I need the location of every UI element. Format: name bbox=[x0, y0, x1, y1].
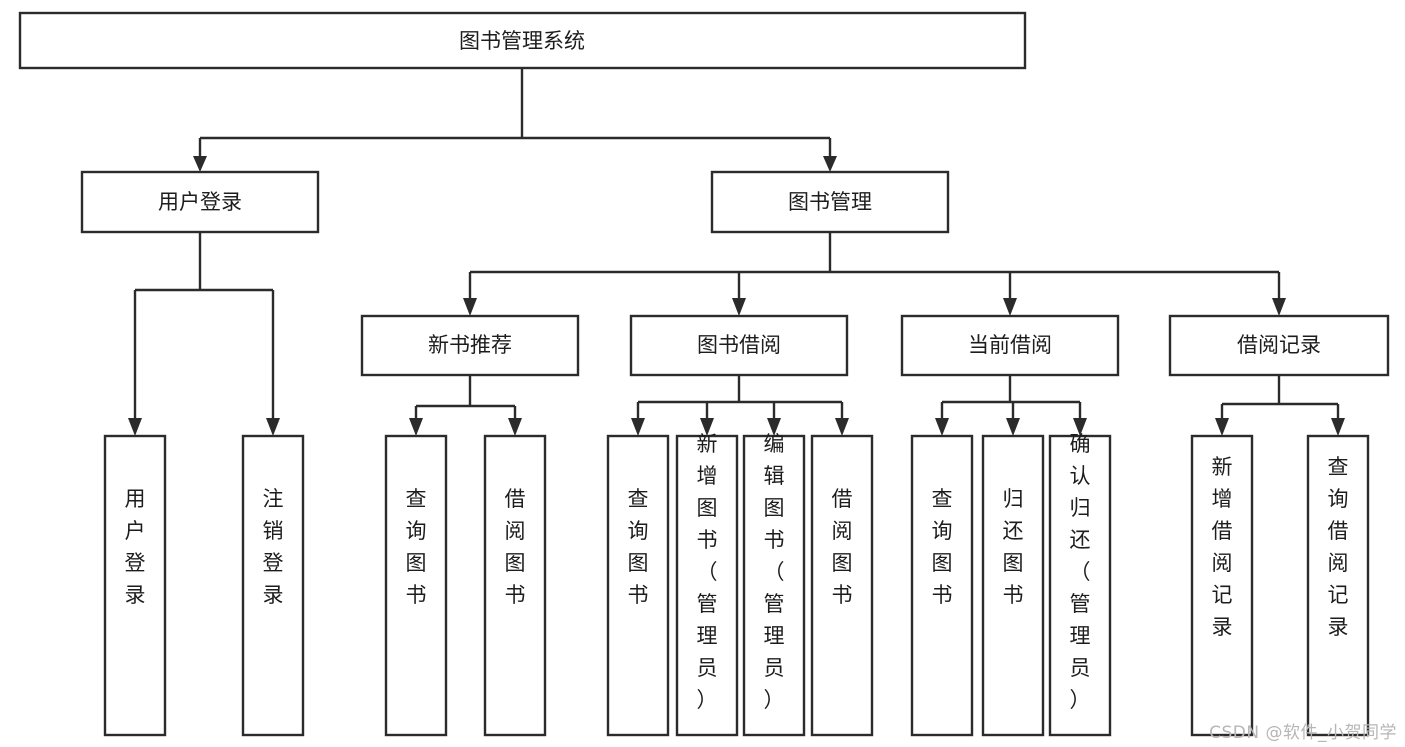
node-leaf-user-logout-box[interactable] bbox=[241, 434, 305, 737]
node-leaf-query-borrow-record-box[interactable] bbox=[1306, 434, 1370, 737]
node-leaf-query-book-1-label: 查询图书 bbox=[406, 487, 427, 607]
node-leaf-user-login-label: 用户登录 bbox=[125, 487, 146, 607]
node-leaf-user-logout-label: 注销登录 bbox=[263, 487, 284, 607]
node-leaf-borrow-book-2-label: 借阅图书 bbox=[832, 487, 853, 607]
node-leaf-confirm-return-admin[interactable]: 确认归还（管理员） bbox=[1048, 432, 1112, 737]
node-leaf-borrow-book-1[interactable]: 借阅图书 bbox=[483, 434, 547, 737]
arrow-head-leaf-add-book-admin bbox=[700, 418, 714, 436]
arrow-head-user-login bbox=[193, 156, 207, 172]
arrow-head-leaf-add-borrow-record bbox=[1215, 418, 1229, 436]
arrow-head-leaf-query-borrow-record bbox=[1331, 418, 1345, 436]
arrow-head-leaf-edit-book-admin bbox=[767, 418, 781, 436]
node-leaf-query-borrow-record-label: 查询借阅记录 bbox=[1328, 455, 1349, 639]
node-leaf-borrow-book-2[interactable]: 借阅图书 bbox=[810, 434, 874, 737]
node-leaf-borrow-book-1-label: 借阅图书 bbox=[505, 487, 526, 607]
arrow-head-leaf-borrow-book-1 bbox=[508, 418, 522, 436]
node-leaf-borrow-book-2-box[interactable] bbox=[810, 434, 874, 737]
node-borrow-record-box[interactable] bbox=[1168, 314, 1390, 377]
arrow-head-leaf-return-book bbox=[1006, 418, 1020, 436]
node-book-manage-box[interactable] bbox=[710, 170, 950, 234]
node-leaf-add-book-admin-label: 新增图书（管理员） bbox=[697, 432, 718, 712]
node-user-login-box[interactable] bbox=[80, 170, 320, 234]
node-leaf-edit-book-admin-box[interactable] bbox=[742, 434, 806, 737]
node-leaf-confirm-return-admin-label: 确认归还（管理员） bbox=[1070, 432, 1091, 712]
node-leaf-query-book-3[interactable]: 查询图书 bbox=[910, 434, 974, 737]
arrow-head-leaf-borrow-book-2 bbox=[835, 418, 849, 436]
arrow-head-leaf-query-book-2 bbox=[631, 418, 645, 436]
node-root-label: 图书管理系统 bbox=[459, 29, 585, 53]
node-root-box[interactable] bbox=[18, 11, 1027, 70]
node-leaf-query-book-1-box[interactable] bbox=[384, 434, 448, 737]
node-leaf-user-login-box[interactable] bbox=[103, 434, 167, 737]
node-borrow-record[interactable]: 借阅记录 bbox=[1168, 314, 1390, 377]
node-book-manage-label: 图书管理 bbox=[788, 190, 872, 214]
node-leaf-add-book-admin[interactable]: 新增图书（管理员） bbox=[675, 432, 739, 737]
node-current-borrow[interactable]: 当前借阅 bbox=[900, 314, 1120, 377]
node-book-borrow-box[interactable] bbox=[629, 314, 849, 377]
csdn-watermark: CSDN @软件_小贺同学 bbox=[1209, 723, 1397, 743]
node-leaf-query-book-3-label: 查询图书 bbox=[932, 487, 953, 607]
arrow-head-leaf-query-book-1 bbox=[409, 418, 423, 436]
node-leaf-confirm-return-admin-box[interactable] bbox=[1048, 434, 1112, 737]
node-book-borrow[interactable]: 图书借阅 bbox=[629, 314, 849, 377]
node-leaf-query-book-2-label: 查询图书 bbox=[628, 487, 649, 607]
node-leaf-add-borrow-record-label: 新增借阅记录 bbox=[1212, 455, 1233, 639]
node-new-book-recommend-box[interactable] bbox=[360, 314, 580, 377]
node-book-borrow-label: 图书借阅 bbox=[697, 333, 781, 357]
arrow-head-new-book-recommend bbox=[463, 298, 477, 316]
node-current-borrow-box[interactable] bbox=[900, 314, 1120, 377]
node-leaf-edit-book-admin-label: 编辑图书（管理员） bbox=[764, 432, 785, 712]
node-book-manage[interactable]: 图书管理 bbox=[710, 170, 950, 234]
arrow-head-leaf-query-book-3 bbox=[935, 418, 949, 436]
arrow-head-leaf-confirm-return bbox=[1073, 418, 1087, 436]
node-leaf-query-book-2-box[interactable] bbox=[606, 434, 670, 737]
node-leaf-query-book-2[interactable]: 查询图书 bbox=[606, 434, 670, 737]
node-borrow-record-label: 借阅记录 bbox=[1237, 333, 1321, 357]
node-root[interactable]: 图书管理系统 bbox=[18, 11, 1027, 70]
node-current-borrow-label: 当前借阅 bbox=[968, 333, 1052, 357]
node-user-login-label: 用户登录 bbox=[158, 190, 242, 214]
node-leaf-add-borrow-record-box[interactable] bbox=[1190, 434, 1254, 737]
node-leaf-query-book-1[interactable]: 查询图书 bbox=[384, 434, 448, 737]
node-leaf-add-book-admin-box[interactable] bbox=[675, 434, 739, 737]
arrow-head-current-borrow bbox=[1003, 298, 1017, 316]
node-leaf-edit-book-admin[interactable]: 编辑图书（管理员） bbox=[742, 432, 806, 737]
node-leaf-user-logout[interactable]: 注销登录 bbox=[241, 434, 305, 737]
arrow-head-leaf-user-logout bbox=[266, 418, 280, 436]
node-leaf-query-book-3-box[interactable] bbox=[910, 434, 974, 737]
node-leaf-return-book[interactable]: 归还图书 bbox=[981, 434, 1045, 737]
node-new-book-recommend[interactable]: 新书推荐 bbox=[360, 314, 580, 377]
node-leaf-borrow-book-1-box[interactable] bbox=[483, 434, 547, 737]
arrow-head-book-manage bbox=[823, 156, 837, 172]
node-leaf-add-borrow-record[interactable]: 新增借阅记录 bbox=[1190, 434, 1254, 737]
node-leaf-query-borrow-record[interactable]: 查询借阅记录 bbox=[1306, 434, 1370, 737]
connector-group bbox=[128, 68, 1345, 436]
arrow-head-book-borrow bbox=[732, 298, 746, 316]
arrow-head-leaf-user-login bbox=[128, 418, 142, 436]
node-new-book-recommend-label: 新书推荐 bbox=[428, 333, 512, 357]
node-leaf-user-login[interactable]: 用户登录 bbox=[103, 434, 167, 737]
node-user-login[interactable]: 用户登录 bbox=[80, 170, 320, 234]
node-leaf-return-book-box[interactable] bbox=[981, 434, 1045, 737]
arrow-head-borrow-record bbox=[1272, 298, 1286, 316]
node-leaf-return-book-label: 归还图书 bbox=[1003, 487, 1024, 607]
